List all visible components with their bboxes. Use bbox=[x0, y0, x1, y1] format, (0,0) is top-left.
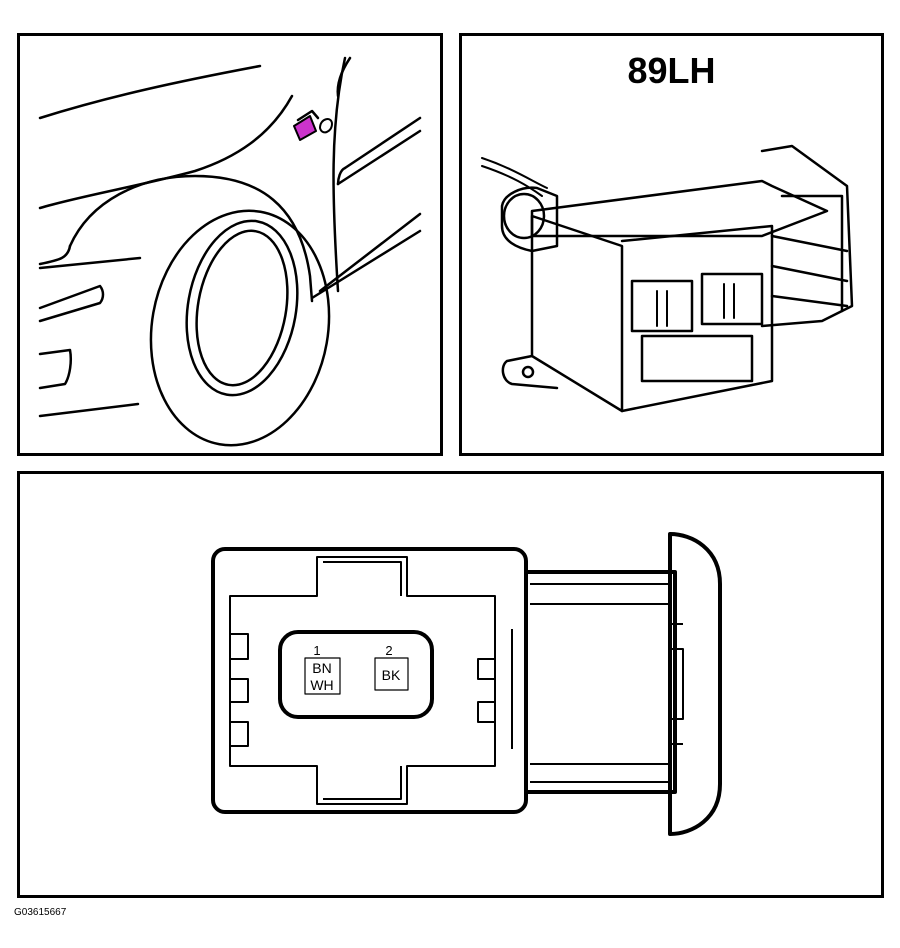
latch-housing bbox=[526, 570, 677, 794]
pin-1-color-line2: WH bbox=[310, 677, 333, 693]
hood-line bbox=[38, 64, 262, 120]
mounting-tab bbox=[501, 354, 559, 390]
connector-location-marker bbox=[293, 115, 317, 141]
vehicle-locator-panel bbox=[17, 33, 443, 456]
left-rib bbox=[230, 633, 249, 660]
pin-2-cavity bbox=[374, 657, 409, 691]
lock-extension bbox=[760, 144, 854, 328]
wire-boot bbox=[500, 186, 559, 253]
pin-1-color-line1: BN bbox=[312, 660, 331, 676]
wheel-rim bbox=[185, 219, 299, 397]
housing-front bbox=[620, 224, 774, 413]
housing-side bbox=[530, 214, 624, 413]
vehicle-front-corner-drawing bbox=[38, 56, 422, 447]
pin-field bbox=[278, 630, 434, 719]
pin-1-cavity bbox=[304, 657, 341, 695]
latch-end-cap bbox=[668, 532, 722, 836]
connector-face-panel: 1 2 BN WH BK bbox=[17, 471, 884, 898]
tire-outer bbox=[149, 209, 331, 447]
pin-2-number: 2 bbox=[385, 643, 392, 658]
connector-inner-outline bbox=[229, 556, 496, 805]
bumper-strip bbox=[38, 284, 105, 323]
right-rib bbox=[477, 658, 495, 680]
connector-body bbox=[211, 547, 528, 814]
pin-1-number: 1 bbox=[313, 643, 320, 658]
connector-view-panel: 89LH bbox=[459, 33, 884, 456]
pin-2-color-line1: BK bbox=[382, 667, 401, 683]
housing-top bbox=[530, 179, 829, 238]
connector-isometric-drawing bbox=[481, 144, 854, 413]
figure-id: G03615667 bbox=[14, 907, 67, 918]
wire bbox=[481, 157, 548, 189]
connector-face-drawing: 1 2 BN WH BK bbox=[211, 532, 722, 836]
door-edge-line bbox=[332, 56, 347, 293]
connector-title: 89LH bbox=[627, 50, 716, 91]
